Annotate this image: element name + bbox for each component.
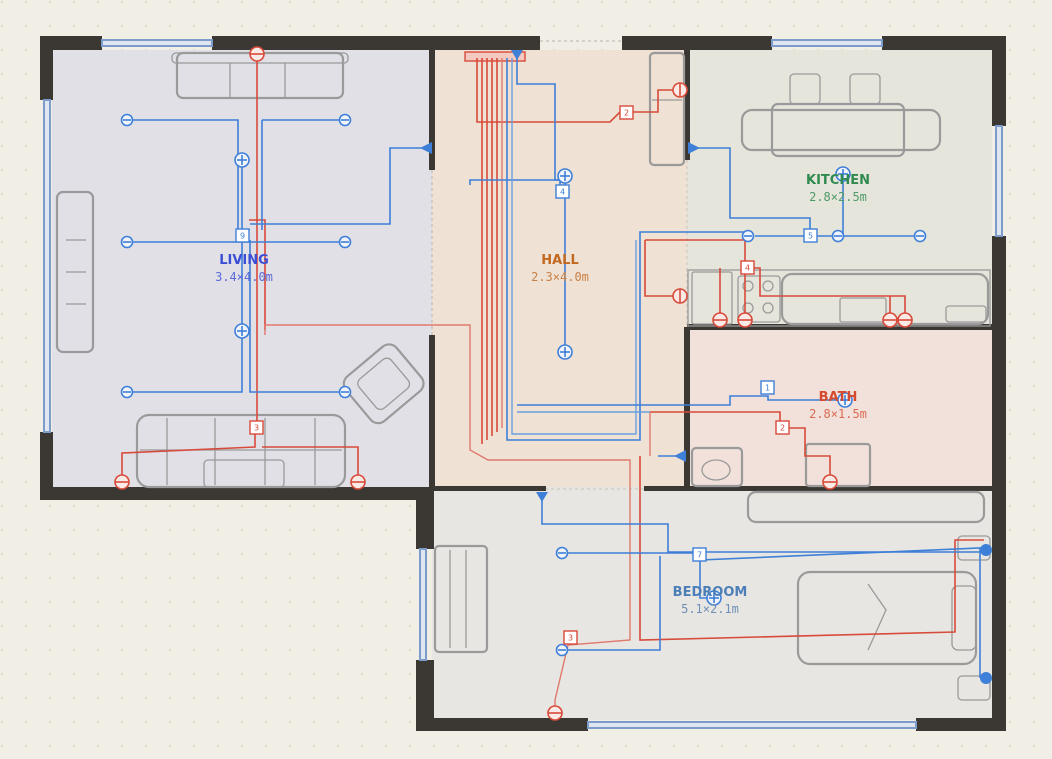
- circuit-tags: 9 3 4 2 5 4 1 2: [235, 105, 818, 645]
- svg-text:2: 2: [780, 424, 785, 433]
- bath-red-tag: 2: [775, 420, 790, 435]
- kitchen-red-tag: 4: [740, 260, 755, 275]
- power-outlets: [114, 46, 913, 721]
- hall-furniture: [464, 51, 686, 167]
- bedroom-red-tag: 3: [563, 630, 578, 645]
- walls: [40, 36, 1006, 731]
- svg-text:2: 2: [624, 109, 629, 118]
- svg-text:7: 7: [697, 551, 702, 560]
- bedroom-size: 5.1×2.1m: [681, 602, 739, 616]
- kitchen-floor: [687, 50, 992, 327]
- living-blue-tag: 9: [235, 228, 250, 243]
- svg-text:5: 5: [808, 232, 813, 241]
- living-red-tag: 3: [249, 420, 264, 435]
- kitchen-furniture: [687, 73, 991, 327]
- kitchen-size: 2.8×2.5m: [809, 190, 867, 204]
- living-name: LIVING: [219, 253, 269, 268]
- hall-blue-tag: 4: [555, 184, 570, 199]
- hall-name: HALL: [541, 253, 579, 268]
- svg-text:3: 3: [254, 424, 259, 433]
- kitchen-name: KITCHEN: [806, 173, 870, 188]
- svg-text:4: 4: [745, 264, 750, 273]
- bedroom-blue-tag: 7: [692, 547, 707, 562]
- svg-text:3: 3: [568, 634, 573, 643]
- bedroom-furniture: [433, 490, 991, 701]
- bath-furniture: [690, 442, 872, 488]
- bath-floor: [687, 327, 992, 487]
- bath-size: 2.8×1.5m: [809, 407, 867, 421]
- lighting-circuit-wires: [127, 58, 981, 678]
- svg-text:1: 1: [765, 384, 770, 393]
- bath-name: BATH: [819, 390, 858, 405]
- distribution-panel: [464, 51, 526, 62]
- windows: [43, 39, 1003, 729]
- hall-red-tag: 2: [619, 105, 634, 120]
- bath-blue-tag: 1: [760, 380, 775, 395]
- room-labels: LIVING 3.4×4.0m HALL 2.3×4.0m KITCHEN 2.…: [215, 173, 870, 616]
- light-fixtures: [120, 50, 992, 684]
- hall-size: 2.3×4.0m: [531, 270, 589, 284]
- living-size: 3.4×4.0m: [215, 270, 273, 284]
- kitchen-blue-tag: 5: [803, 228, 818, 243]
- svg-text:4: 4: [560, 188, 565, 197]
- svg-text:9: 9: [240, 232, 245, 241]
- bedroom-name: BEDROOM: [673, 585, 748, 600]
